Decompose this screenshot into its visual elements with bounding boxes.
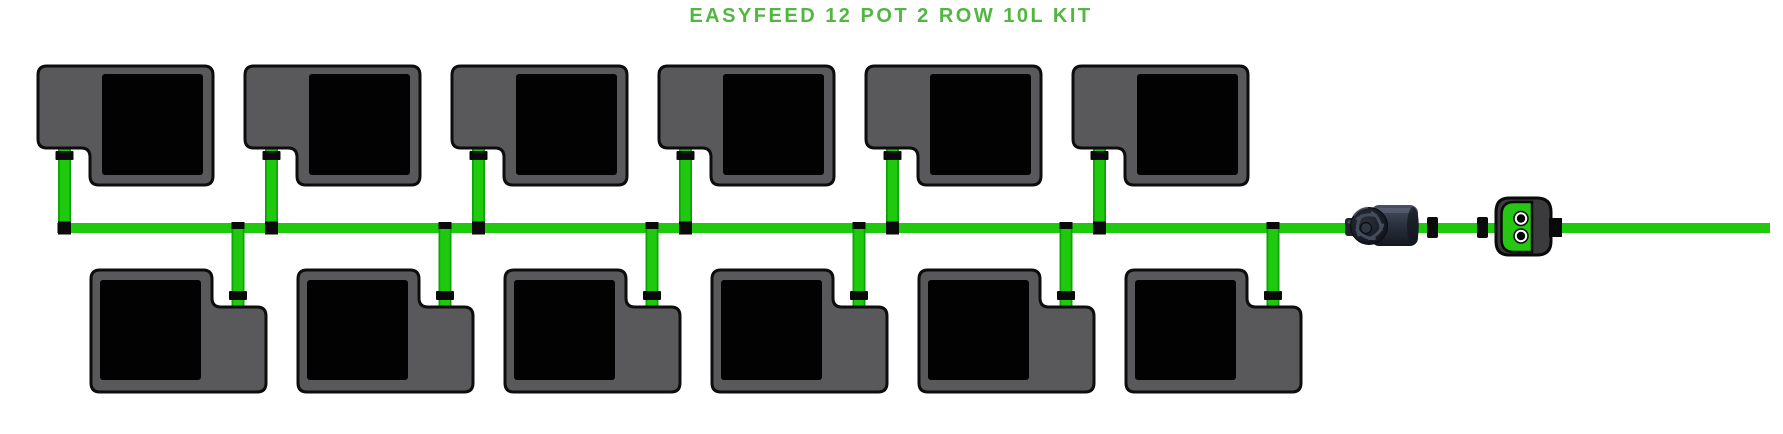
pot-top-1 (38, 66, 213, 235)
main-feed-line (57, 223, 1770, 233)
pot-bottom-5 (919, 222, 1094, 392)
outlet-valve-icon (1494, 196, 1562, 257)
pot-bottom-3 (505, 222, 680, 392)
pot-top-4 (659, 66, 834, 235)
diagram-title: EASYFEED 12 POT 2 ROW 10L KIT (689, 5, 1092, 27)
pot-bottom-4 (712, 222, 887, 392)
pot-bottom-2 (298, 222, 473, 392)
valve-green-face (1500, 200, 1534, 254)
pump-end-cap (1407, 207, 1419, 245)
pump-body-highlight (1376, 208, 1413, 213)
valve-port-top-hole (1516, 214, 1526, 223)
pump-rim-highlight (1352, 206, 1369, 217)
pot-top-6 (1073, 66, 1248, 235)
valve-port-bottom-hole (1516, 231, 1526, 241)
valve-outlet-nub (1549, 218, 1562, 237)
pump-icon (1345, 205, 1419, 246)
pot-top-5 (866, 66, 1041, 235)
pot-bottom-6 (1126, 222, 1301, 392)
pump-hub-front (1359, 221, 1373, 235)
pot-top-2 (245, 66, 420, 235)
tube-collar-fitting-icon (1427, 217, 1438, 238)
pump-impeller-blades (1355, 210, 1385, 241)
pot-top-3 (452, 66, 627, 235)
tube-collar-fitting-icon (1477, 217, 1488, 238)
pot-bottom-1 (91, 222, 266, 392)
